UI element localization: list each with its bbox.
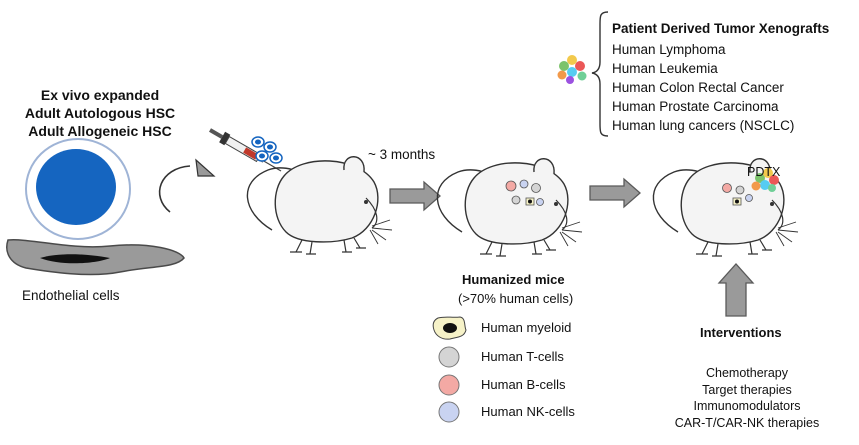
curved-arrow bbox=[158, 158, 216, 213]
endothelial-label: Endothelial cells bbox=[22, 288, 120, 303]
tumor-cluster-icon bbox=[557, 55, 587, 84]
interventions-title: Interventions bbox=[700, 325, 782, 340]
legend-myeloid-label: Human myeloid bbox=[481, 320, 572, 335]
humanized-title: Humanized mice bbox=[462, 272, 565, 287]
pdtx-list-item: Human Lymphoma bbox=[612, 42, 726, 57]
pdtx-list: Human Lymphoma Human Leukemia Human Colo… bbox=[612, 40, 794, 135]
mouse-pdtx bbox=[652, 158, 799, 257]
pdtx-list-item: Human Leukemia bbox=[612, 61, 718, 76]
nk-cell-icon bbox=[438, 401, 460, 423]
hsc-cell bbox=[25, 138, 131, 240]
endothelial-cell bbox=[6, 239, 185, 276]
intervention-item: Target therapies bbox=[702, 382, 792, 397]
hsc-source-line: Ex vivo expanded bbox=[40, 87, 160, 103]
syringe-icon bbox=[209, 128, 282, 172]
legend-t-cells-label: Human T-cells bbox=[481, 349, 564, 364]
hsc-source-title: Ex vivo expanded Adult Autologous HSC Ad… bbox=[10, 86, 190, 140]
list-brace bbox=[591, 11, 609, 137]
pdtx-title: Patient Derived Tumor Xenografts bbox=[612, 21, 830, 36]
legend-b-cells-label: Human B-cells bbox=[481, 377, 566, 392]
tumor-on-mouse bbox=[751, 168, 779, 192]
myeloid-cell-icon bbox=[432, 316, 467, 340]
interventions-arrow bbox=[717, 263, 755, 317]
legend-nk-cells-label: Human NK-cells bbox=[481, 404, 575, 419]
interventions-list: Chemotherapy Target therapies Immunomodu… bbox=[632, 365, 859, 431]
timeline-label: ~ 3 months bbox=[368, 147, 436, 162]
humanized-subtitle: (>70% human cells) bbox=[458, 291, 574, 306]
injected-cells-icon bbox=[251, 136, 283, 164]
pdtx-mouse-label: PDTX bbox=[747, 165, 781, 179]
mouse-untreated bbox=[246, 156, 393, 255]
hsc-source-line: Adult Allogeneic HSC bbox=[28, 123, 172, 139]
intervention-item: Immunomodulators bbox=[693, 399, 801, 413]
mouse-humanized bbox=[436, 158, 583, 257]
intervention-item: Chemotherapy bbox=[706, 366, 788, 380]
pdtx-list-item: Human Colon Rectal Cancer bbox=[612, 80, 784, 95]
intervention-item: CAR-T/CAR-NK therapies bbox=[674, 415, 820, 430]
b-cell-icon bbox=[438, 374, 460, 396]
pdtx-list-item: Human lung cancers (NSCLC) bbox=[612, 118, 795, 133]
arrow-to-pdtx bbox=[589, 178, 641, 208]
arrow-to-humanized bbox=[389, 181, 441, 211]
hsc-source-line: Adult Autologous HSC bbox=[24, 105, 176, 121]
t-cell-icon bbox=[438, 346, 460, 368]
pdtx-list-item: Human Prostate Carcinoma bbox=[612, 99, 779, 114]
